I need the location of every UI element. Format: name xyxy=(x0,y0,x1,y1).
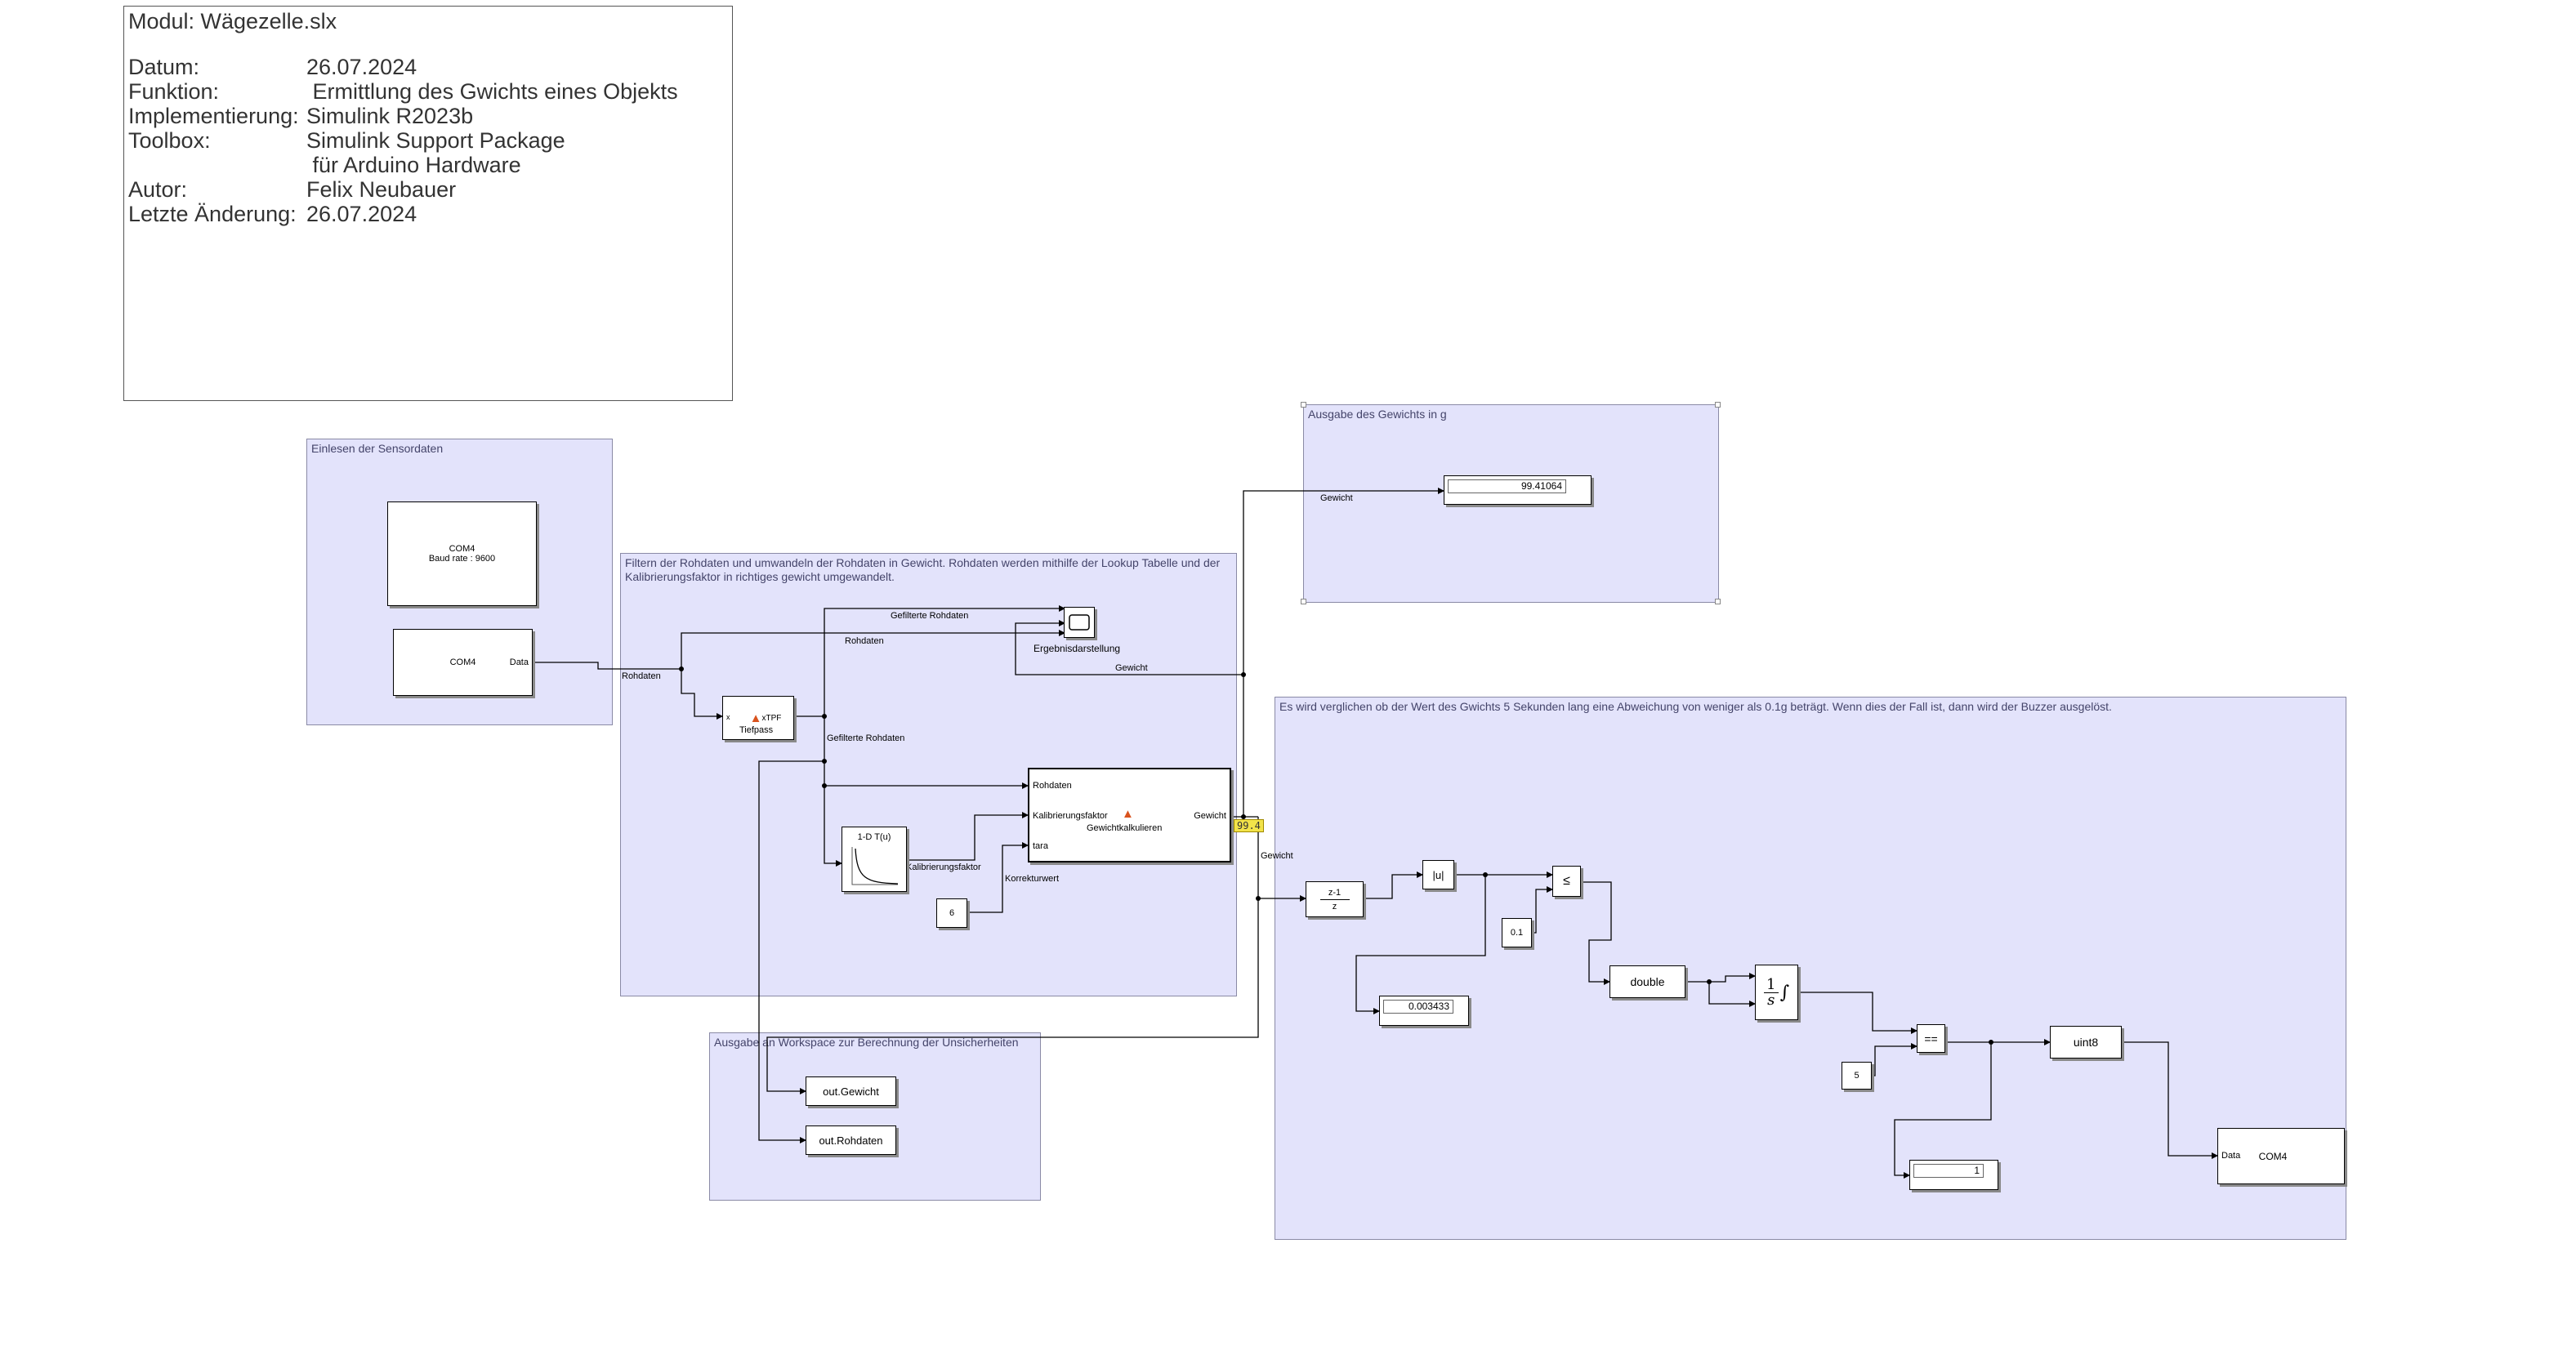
signal-label-gefilterte-rohdaten: Gefilterte Rohdaten xyxy=(827,733,905,743)
model-info-box: Modul: Wägezelle.slx Datum:26.07.2024 Fu… xyxy=(123,6,733,401)
abs-block[interactable]: |u| xyxy=(1422,860,1454,889)
info-row-date: Datum:26.07.2024 xyxy=(128,55,417,79)
serial-config-block[interactable]: COM4 Baud rate : 9600 xyxy=(387,501,537,606)
matlab-logo-icon: ▲ xyxy=(749,711,762,725)
lookup-curve-icon xyxy=(851,847,899,885)
to-workspace-gewicht-block[interactable]: out.Gewicht xyxy=(806,1076,896,1106)
constant-6-value: 6 xyxy=(949,908,955,918)
tiefpass-text: xTPF xyxy=(761,713,782,723)
scope-block[interactable] xyxy=(1064,607,1095,638)
integral-icon: ∫ xyxy=(1779,982,1790,1003)
less-equal-block[interactable]: ≤ xyxy=(1552,866,1581,897)
serial-receive-block[interactable]: COM4 Data xyxy=(393,629,533,696)
gewicht-calc-in-tara: tara xyxy=(1033,841,1048,851)
lookup-table-label: 1-D T(u) xyxy=(857,832,891,842)
to-workspace-rohdaten-block[interactable]: out.Rohdaten xyxy=(806,1125,896,1155)
to-workspace-gewicht-label: out.Gewicht xyxy=(823,1085,879,1098)
equal-symbol: == xyxy=(1924,1032,1938,1045)
area-workspace-title: Ausgabe an Workspace zur Berechnung der … xyxy=(714,1036,1019,1049)
constant-0-1-block[interactable]: 0.1 xyxy=(1502,918,1532,947)
integrator-numerator: 1 xyxy=(1766,975,1776,993)
gewicht-calc-in-kalibrierung: Kalibrierungsfaktor xyxy=(1033,811,1108,821)
scope-icon xyxy=(1069,614,1090,631)
integrator-denominator: s xyxy=(1767,991,1775,1009)
info-row-implementation: Implementierung:Simulink R2023b xyxy=(128,104,474,128)
signal-label-korrekturwert: Korrekturwert xyxy=(1005,874,1060,884)
signal-label-rohdaten: Rohdaten xyxy=(845,636,884,646)
display-weight-block[interactable]: 99.41064 xyxy=(1444,475,1592,505)
area-compare[interactable]: Es wird verglichen ob der Wert des Gwich… xyxy=(1275,697,2346,1240)
integrator-fraction: 1 s xyxy=(1763,975,1779,1009)
gewicht-calc-in-rohdaten: Rohdaten xyxy=(1033,781,1072,791)
signal-label-gewicht: Gewicht xyxy=(1320,493,1353,503)
serial-send-port: Data xyxy=(2221,1151,2241,1161)
signal-label-gewicht: Gewicht xyxy=(1115,663,1148,673)
area-output-title: Ausgabe des Gewichts in g xyxy=(1308,408,1447,421)
signal-label-kalibrierungsfaktor: Kalibrierungsfaktor xyxy=(906,862,981,872)
display-weight-value: 99.41064 xyxy=(1448,479,1566,493)
matlab-logo-icon: ▲ xyxy=(1122,807,1134,821)
serial-send-block[interactable]: Data COM4 xyxy=(2217,1128,2345,1184)
difference-tf-block[interactable]: z-1 z xyxy=(1306,881,1364,917)
display-one-block[interactable]: 1 xyxy=(1909,1160,1998,1190)
gewicht-calc-out: Gewicht xyxy=(1194,811,1226,821)
double-convert-label: double xyxy=(1630,975,1665,988)
signal-label-rohdaten: Rohdaten xyxy=(622,671,661,681)
serial-config-port: COM4 xyxy=(449,544,475,554)
area-sensor-title: Einlesen der Sensordaten xyxy=(311,442,444,455)
serial-receive-port: Data xyxy=(509,657,529,667)
to-workspace-rohdaten-label: out.Rohdaten xyxy=(819,1134,883,1147)
info-row-function: Funktion: Ermittlung des Gwichts eines O… xyxy=(128,79,678,104)
uint8-convert-label: uint8 xyxy=(2073,1036,2099,1049)
integrator-block[interactable]: 1 s ∫ xyxy=(1755,965,1798,1020)
value-probe[interactable]: 99.4 xyxy=(1234,819,1264,832)
display-diff-block[interactable]: 0.003433 xyxy=(1379,996,1469,1026)
area-workspace[interactable]: Ausgabe an Workspace zur Berechnung der … xyxy=(709,1032,1041,1201)
constant-6-block[interactable]: 6 xyxy=(936,898,967,928)
constant-5-value: 5 xyxy=(1854,1071,1859,1081)
less-equal-symbol: ≤ xyxy=(1563,874,1570,888)
area-filter-title: Filtern der Rohdaten und umwandeln der R… xyxy=(625,556,1221,583)
info-row-last-change: Letzte Änderung:26.07.2024 xyxy=(128,202,417,226)
constant-0-1-value: 0.1 xyxy=(1510,928,1524,938)
abs-symbol: |u| xyxy=(1432,868,1444,881)
serial-receive-name: COM4 xyxy=(449,657,476,667)
lookup-table-block[interactable]: 1-D T(u) xyxy=(842,827,907,892)
selection-handle[interactable] xyxy=(1301,402,1306,408)
tiefpass-block[interactable]: x ▲ xTPF xyxy=(722,696,794,740)
uint8-convert-block[interactable]: uint8 xyxy=(2050,1026,2122,1059)
info-row-toolbox: Toolbox:Simulink Support Package xyxy=(128,128,565,153)
tiefpass-input-port: x xyxy=(726,713,730,721)
signal-label-gefilterte-rohdaten: Gefilterte Rohdaten xyxy=(891,611,969,621)
constant-5-block[interactable]: 5 xyxy=(1842,1062,1872,1090)
serial-config-baud: Baud rate : 9600 xyxy=(428,554,496,564)
scope-name: Ergebnisdarstellung xyxy=(1034,643,1121,654)
info-row-toolbox-cont: für Arduino Hardware xyxy=(306,153,521,177)
signal-label-gewicht: Gewicht xyxy=(1261,851,1293,861)
difference-tf-denominator: z xyxy=(1332,901,1337,912)
equal-block[interactable]: == xyxy=(1917,1024,1945,1053)
info-row-author: Autor:Felix Neubauer xyxy=(128,177,457,202)
selection-handle[interactable] xyxy=(1715,402,1721,408)
tiefpass-name: Tiefpass xyxy=(739,725,774,735)
value-probe-text: 99.4 xyxy=(1237,820,1261,831)
serial-send-name: COM4 xyxy=(2258,1150,2288,1162)
model-title: Modul: Wägezelle.slx xyxy=(128,9,337,33)
gewicht-kalkulieren-block[interactable]: Rohdaten Kalibrierungsfaktor tara Gewich… xyxy=(1028,768,1231,862)
area-compare-title: Es wird verglichen ob der Wert des Gwich… xyxy=(1279,700,2112,713)
selection-handle[interactable] xyxy=(1715,599,1721,604)
gewicht-calc-name: Gewichtkalkulieren xyxy=(1087,823,1163,833)
double-convert-block[interactable]: double xyxy=(1609,965,1685,998)
display-one-value: 1 xyxy=(1913,1164,1984,1178)
selection-handle[interactable] xyxy=(1301,599,1306,604)
difference-tf-numerator: z-1 xyxy=(1328,887,1342,898)
display-diff-value: 0.003433 xyxy=(1383,1000,1453,1014)
